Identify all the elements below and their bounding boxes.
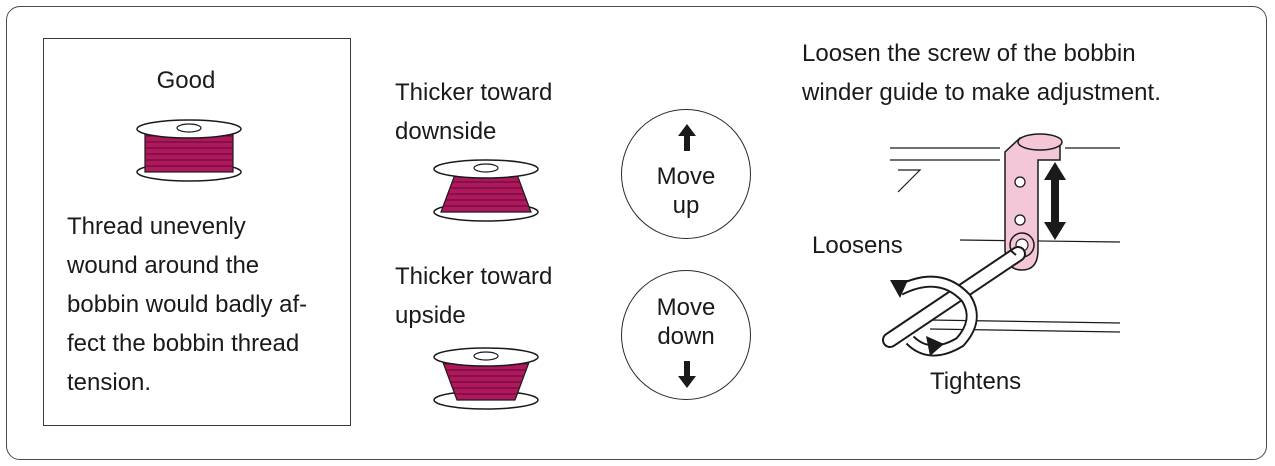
move-down-label-line-2: down [657,323,715,350]
good-example-panel [43,38,351,426]
good-desc-line-5: tension. [67,369,152,396]
good-desc-line-3: bobbin would badly af- [67,291,308,318]
move-down-circle: Move down [621,270,751,400]
good-desc-line-4: fect the bobbin thread [67,330,300,357]
tightens-label: Tightens [930,368,1022,395]
arrow-down-icon [678,361,696,388]
good-desc-line-1: Thread unevenly [67,213,246,240]
move-up-label-line-2: up [672,192,700,219]
good-desc-line-2: wound around the [67,252,260,279]
good-title: Good [156,67,216,94]
bobbin-winder-guide-illustration [882,133,1121,357]
move-down-label-line-1: Move [656,294,716,321]
instruction-line-1: Loosen the screw of the bobbin [802,40,1136,67]
diagram-frame [6,6,1267,460]
loosens-label: Loosens [812,232,903,259]
bobbin-thick-bottom-icon [433,159,539,222]
case-1-text-line-2: downside [395,118,497,145]
move-up-circle: Move up [621,109,751,239]
case-1-text-line-1: Thicker toward [395,79,553,106]
move-up-label-line-1: Move [656,163,716,190]
instruction-line-2: winder guide to make adjustment. [802,79,1161,106]
case-2-text-line-2: upside [395,302,466,329]
good-bobbin-icon [136,119,242,182]
case-2-text-line-1: Thicker toward [395,263,553,290]
arrow-up-icon [678,124,696,151]
bobbin-thick-top-icon [433,347,539,410]
